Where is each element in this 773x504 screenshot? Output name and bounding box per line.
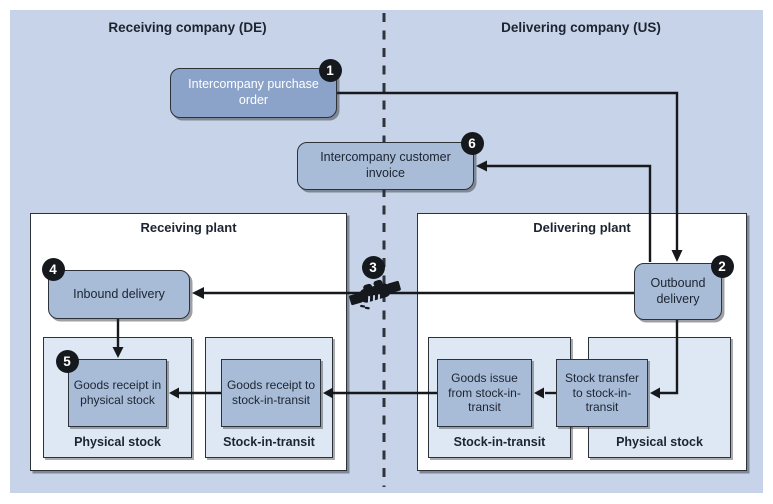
step-badge-1: 1 [318,58,342,82]
delivering-physical-stock-label: Physical stock [616,435,703,449]
outbound-delivery-box: Outbound delivery [634,263,722,320]
receiving-stock-in-transit-label: Stock-in-transit [223,435,315,449]
customer-invoice-box: Intercompany customer invoice [297,142,474,190]
step-badge-3: 3 [361,255,385,279]
stock-transfer-transit-box: Stock transfer to stock-in-transit [556,359,648,427]
receiving-plant-title: Receiving plant [140,220,237,235]
goods-receipt-transit-box: Goods receipt to stock-in-transit [221,359,321,427]
delivering-plant-title: Delivering plant [533,220,631,235]
step-badge-2: 2 [710,254,734,278]
goods-receipt-physical-box: Goods receipt in physical stock [68,359,167,427]
handshake-icon [349,279,401,310]
step-badge-4: 4 [41,257,65,281]
step-badge-6: 6 [460,131,484,155]
step-badge-5: 5 [55,349,79,373]
purchase-order-box: Intercompany purchase order [170,68,337,118]
header-delivering-company: Delivering company (US) [501,20,661,35]
inbound-delivery-box: Inbound delivery [48,270,190,319]
header-receiving-company: Receiving company (DE) [108,20,267,35]
receiving-physical-stock-label: Physical stock [74,435,161,449]
delivering-stock-in-transit-label: Stock-in-transit [453,435,546,449]
goods-issue-transit-box: Goods issue from stock-in-transit [437,359,532,427]
